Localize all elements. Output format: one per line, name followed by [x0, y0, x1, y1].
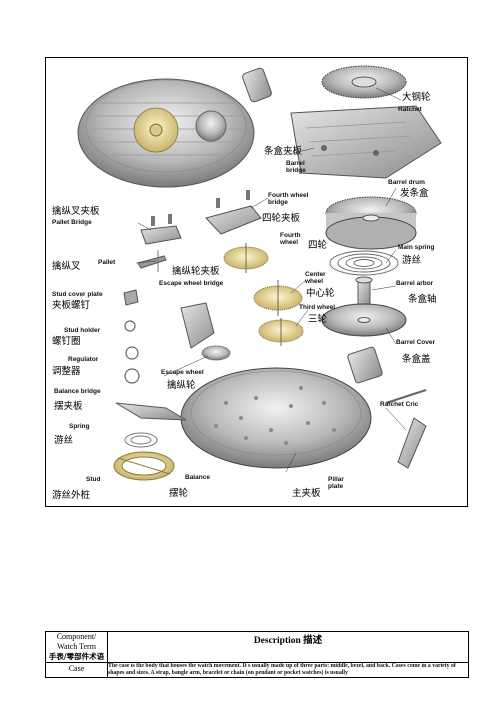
- barrel-arbor: [355, 276, 373, 305]
- label-fourth-wheel-zh: 四轮: [308, 240, 328, 251]
- term-cell: Case: [45, 662, 108, 678]
- label-barrel-cover-zh: 条盒盖: [402, 354, 431, 365]
- pallet-fork: [137, 250, 167, 272]
- label-pillar-plate-zh: 主夹板: [292, 488, 321, 499]
- center-wheel-part: [253, 280, 303, 316]
- watch-movement-diagram: 大钢轮 Ratchet 条盒夹板 Barrel bridge Barrel dr…: [45, 57, 468, 507]
- assembled-movement-top: [77, 67, 272, 188]
- barrel-bridge-plate: [290, 105, 442, 179]
- label-escape-wheel-bridge-zh: 擒纵轮夹板: [172, 266, 220, 277]
- escape-wheel-part: [201, 345, 231, 361]
- pillar-plate: [180, 346, 383, 469]
- label-third-wheel-zh: 三轮: [308, 314, 328, 325]
- header-description: Description 描述: [107, 631, 469, 663]
- label-barrel-drum-zh: 发条盒: [400, 188, 429, 199]
- label-balance-bridge-en: Balance bridge: [54, 388, 101, 395]
- label-fourth-wheel-en: Fourth wheel: [280, 232, 301, 246]
- label-escape-wheel-zh: 擒纵轮: [167, 380, 196, 391]
- label-pallet-zh: 擒纵叉: [52, 261, 81, 272]
- label-pallet-bridge-zh: 擒纵叉夹板: [52, 206, 100, 217]
- label-pillar-plate-en: Pillar plate: [328, 476, 344, 490]
- label-stud-en: Stud: [86, 476, 101, 483]
- table-row: Case The case is the body that houses th…: [45, 662, 469, 678]
- label-pallet-en: Pallet: [98, 259, 116, 266]
- label-fourth-wheel-bridge-zh: 四轮夹板: [262, 213, 301, 224]
- label-spring-en: Spring: [69, 423, 90, 430]
- label-main-spring-zh: 游丝: [402, 255, 422, 266]
- header-component-zh: 手表/零部件术语: [48, 652, 105, 661]
- label-ratchet-click-en: Ratchet Cric: [380, 401, 419, 408]
- main-spring-coil: [329, 250, 399, 276]
- label-barrel-bridge-en: Barrel bridge: [286, 160, 306, 174]
- barrel-cover: [321, 303, 407, 337]
- label-barrel-cover-en: Barrel Cover: [396, 339, 436, 346]
- ratchet-click: [385, 389, 427, 469]
- label-escape-wheel-en: Escape wheel: [161, 369, 204, 376]
- label-barrel-bridge-zh: 条盒夹板: [264, 146, 303, 157]
- label-third-wheel-en: Third wheel: [299, 304, 336, 311]
- pallet-bridge-part: [140, 214, 182, 245]
- header-component-en: Component/ Watch Term: [56, 632, 97, 651]
- label-balance-bridge-zh: 摆夹板: [54, 401, 83, 412]
- label-stud-holder-zh: 螺钉圈: [52, 336, 81, 347]
- label-ratchet-en: Ratchet: [398, 106, 422, 113]
- label-fourth-wheel-bridge-en: Fourth wheel bridge: [268, 192, 309, 206]
- label-center-wheel-zh: 中心轮: [306, 288, 335, 299]
- label-escape-wheel-bridge-en: Escape wheel bridge: [159, 280, 224, 287]
- leader-lines: [135, 87, 407, 473]
- label-stud-cover-plate-en: Stud cover plate: [52, 291, 103, 298]
- label-stud-cover-plate-zh: 夹板螺钉: [52, 300, 91, 311]
- ratchet-wheel: [321, 65, 407, 99]
- description-text: The case is the body that houses the wat…: [108, 663, 456, 676]
- label-center-wheel-en: Center wheel: [305, 271, 326, 285]
- third-wheel-part: [258, 318, 304, 346]
- label-stud-holder-en: Stud holder: [64, 327, 101, 334]
- label-regulator-zh: 调整器: [52, 366, 81, 377]
- label-main-spring-en: Main spring: [398, 244, 435, 251]
- balance-assembly: [113, 289, 187, 481]
- table-header-row: Component/ Watch Term 手表/零部件术语 Descripti…: [45, 631, 469, 663]
- description-cell: The case is the body that houses the wat…: [107, 662, 469, 678]
- escape-wheel-bridge-part: [180, 302, 215, 349]
- header-description-zh: 描述: [303, 635, 323, 646]
- header-component: Component/ Watch Term 手表/零部件术语: [45, 631, 108, 663]
- exploded-movement-drawing: [77, 65, 442, 481]
- watch-terms-table: Component/ Watch Term 手表/零部件术语 Descripti…: [45, 631, 469, 678]
- label-barrel-arbor-en: Barrel arbor: [396, 280, 434, 287]
- label-regulator-en: Regulator: [68, 356, 99, 363]
- label-balance-zh: 摆轮: [169, 488, 189, 499]
- fourth-wheel-bridge-part: [205, 190, 262, 235]
- label-barrel-arbor-zh: 条盒轴: [408, 294, 437, 305]
- label-pallet-bridge-en: Pallet Bridge: [52, 219, 92, 226]
- header-description-en: Description: [253, 636, 301, 646]
- label-spring-zh: 游丝: [54, 435, 74, 446]
- label-stud-zh: 游丝外桩: [52, 490, 91, 501]
- label-ratchet-zh: 大钢轮: [402, 92, 431, 103]
- fourth-wheel-part: [223, 243, 269, 273]
- barrel-drum: [325, 196, 417, 250]
- label-balance-en: Balance: [185, 474, 210, 481]
- term-text: Case: [68, 664, 85, 673]
- label-barrel-drum-en: Barrel drum: [388, 179, 425, 186]
